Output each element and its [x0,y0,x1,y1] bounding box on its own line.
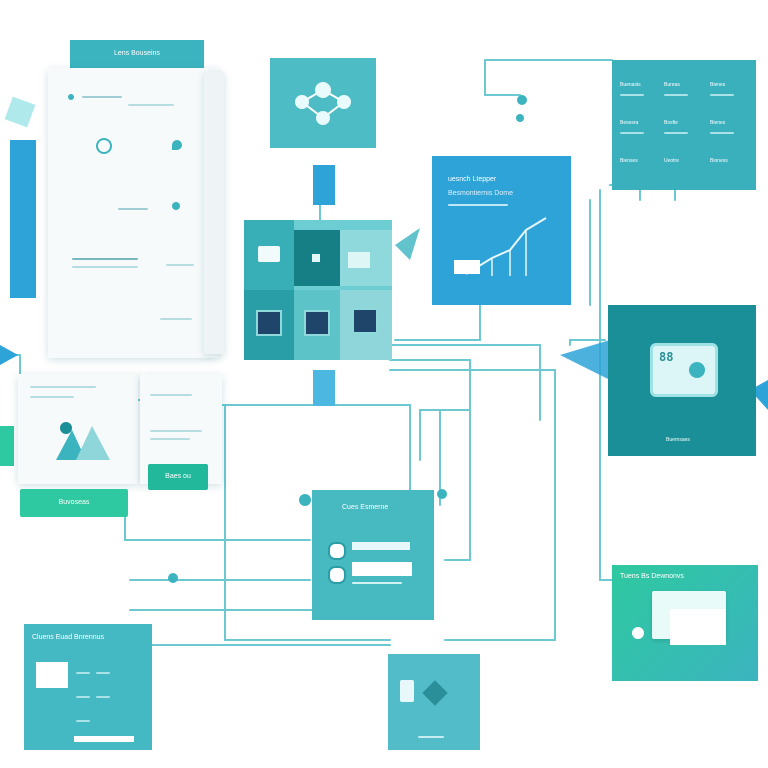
grid-cell[interactable] [244,290,294,360]
doc-panel-shadow-page [204,72,224,354]
text-line [352,582,402,584]
illustration-card [18,374,138,484]
text-line [664,132,688,134]
grid-cell-r0c2: Bienes [710,82,726,88]
form-panel-title: Cues Esmerne [342,504,389,511]
text-line [72,258,138,260]
form-panel[interactable]: Cues Esmerne [312,490,434,620]
text-line [710,132,734,134]
text-line [620,132,644,134]
text-line [620,94,644,96]
text-line [150,430,202,432]
dot-icon [632,627,644,639]
bullet-dot [68,94,74,100]
doc-pin-icon [172,140,182,150]
panel-footer-bar [74,736,134,742]
doc-panel-header: Lens Bouseins [70,40,204,68]
grid-cell[interactable] [340,290,392,360]
text-line [448,204,508,206]
hook-icon [96,138,112,154]
text-line [76,696,90,698]
device-icon [304,310,330,336]
connector-block [313,165,335,205]
bottom-left-panel[interactable]: Cluens Euad Bnrennus [24,624,152,750]
text-line [82,96,122,98]
text-line [664,94,688,96]
grid-cell-r0c1: Bureas [664,82,680,88]
device-panel[interactable]: 88 Buernsaes [608,305,756,456]
doc-green-button[interactable]: Baes ou [148,464,208,490]
grid-cell[interactable] [294,290,340,360]
data-grid-panel[interactable]: Buenasis Bureas Bienes Besesra Bosfie Bi… [612,60,756,190]
text-line [150,438,190,440]
text-line [30,396,74,398]
text-line [128,104,174,106]
diamond-icon [422,680,448,706]
network-icon [295,82,351,125]
left-sidebar-bar [10,140,36,298]
device-dial [689,362,705,378]
folder-icon [258,246,280,262]
gradient-panel-title: Tuens Bs Dewnonvs [620,573,684,580]
grid-cell-r1c1: Bosfie [664,120,678,126]
line-chart-icon [454,217,547,276]
illustration-icon [56,422,110,460]
left-green-button[interactable]: Buvoseas [20,489,128,517]
text-line [710,94,734,96]
text-line [418,736,444,738]
chart-panel-subtitle: Besmontiernis Dome [448,190,513,197]
bottom-left-panel-title: Cluens Euad Bnrennus [32,634,104,641]
device-icon [352,308,378,334]
device-screen-icon: 88 [650,343,718,397]
document-icon [36,662,68,688]
square-icon [312,254,320,262]
central-grid-panel [244,220,392,360]
image-icon [348,252,370,268]
device-display: 88 [659,350,674,364]
radio-icon [328,542,346,560]
form-input-field[interactable] [352,562,412,576]
text-line [166,264,194,266]
device-panel-caption: Buernsaes [666,437,690,443]
grid-cell-r1c2: Bienes [710,120,726,126]
text-line [160,318,192,320]
bottom-center-panel[interactable] [388,654,480,750]
phone-icon [400,680,414,702]
document-stack-icon [670,609,726,645]
network-node-card[interactable] [270,58,376,148]
text-line [118,208,148,210]
grid-cell-r2c1: Ueotre [664,158,680,164]
text-line [96,696,110,698]
form-input-field[interactable] [352,542,410,550]
text-line [76,672,90,674]
doc-pin-icon [172,202,180,210]
grid-cell[interactable] [294,230,340,286]
grid-cell-r1c0: Besesra [620,120,639,126]
text-line [72,266,138,268]
device-icon [256,310,282,336]
grid-cell-r2c2: Bioness [710,158,728,164]
radio-icon [328,566,346,584]
text-line [150,394,192,396]
connector-block [313,370,335,406]
left-accent-tab [0,426,14,466]
grid-cell-r2c0: Bienses [620,158,638,164]
chart-panel[interactable]: uesnch Ltepper Besmontiernis Dome [432,156,571,305]
doc-panel [48,68,218,358]
grid-cell-r0c0: Buenasis [620,82,641,88]
doc-panel-title: Lens Bouseins [114,50,160,57]
text-line [30,386,96,388]
chart-panel-title: uesnch Ltepper [448,176,497,183]
grid-cell[interactable] [340,230,392,286]
gradient-panel[interactable]: Tuens Bs Dewnonvs [612,565,758,681]
text-line [96,672,110,674]
grid-cell[interactable] [244,220,294,290]
text-line [76,720,90,722]
